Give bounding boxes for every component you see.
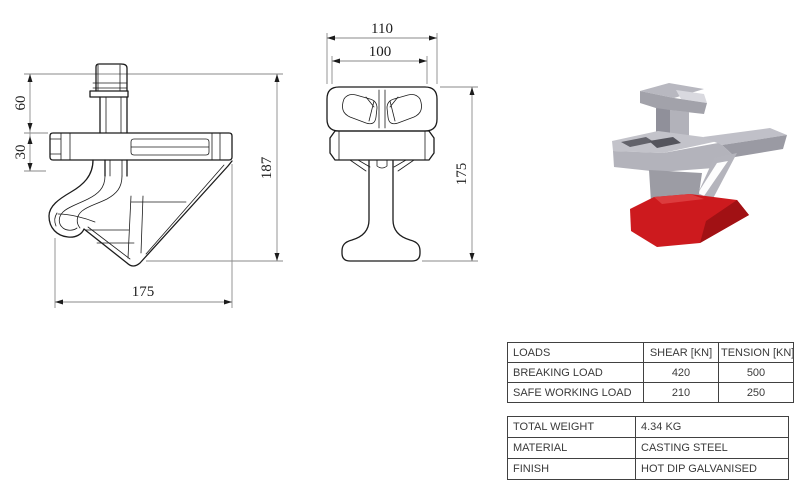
material-value: CASTING STEEL	[635, 437, 789, 459]
spec-table: TOTAL WEIGHT 4.34 KG MATERIAL CASTING ST…	[507, 416, 789, 480]
table-row: FINISH HOT DIP GALVANISED	[507, 458, 789, 480]
total-weight-value: 4.34 KG	[635, 416, 789, 438]
render-pocket-left	[621, 137, 654, 147]
side-view: 110 100 175	[326, 21, 478, 262]
render-foot-red	[630, 194, 749, 247]
breaking-load-shear: 420	[643, 362, 719, 383]
render-strut-hole	[698, 161, 728, 196]
breaking-load-label: BREAKING LOAD	[507, 362, 644, 383]
safe-working-load-shear: 210	[643, 382, 719, 403]
render-body-front	[613, 143, 735, 172]
front-dim-width: 175	[132, 284, 155, 300]
safe-working-load-tension: 250	[718, 382, 794, 403]
front-view-part	[48, 63, 233, 267]
table-row: SAFE WORKING LOAD 210 250	[507, 382, 794, 403]
product-render	[612, 83, 787, 247]
render-pocket-right	[649, 137, 681, 148]
finish-value: HOT DIP GALVANISED	[635, 458, 789, 480]
loads-table-header-row: LOADS SHEAR [KN] TENSION [KN]	[507, 342, 794, 363]
table-row: MATERIAL CASTING STEEL	[507, 437, 789, 459]
side-dim-inner-width: 100	[369, 44, 392, 60]
render-neck-left	[656, 108, 670, 137]
finish-label: FINISH	[507, 458, 636, 480]
side-dim-outer-width: 110	[371, 21, 393, 37]
breaking-load-tension: 500	[718, 362, 794, 383]
render-cap-top	[640, 83, 704, 98]
render-neck-right	[670, 110, 689, 139]
shear-header-cell: SHEAR [KN]	[643, 342, 719, 363]
render-foot-shade	[700, 200, 749, 243]
render-arm-top	[703, 128, 787, 145]
front-dim-total-height: 187	[259, 156, 275, 179]
side-view-part	[326, 86, 438, 262]
render-foot-highlight	[654, 194, 704, 204]
total-weight-label: TOTAL WEIGHT	[507, 416, 636, 438]
render-cap-highlight	[676, 90, 707, 103]
loads-header-cell: LOADS	[507, 342, 644, 363]
front-dim-lower-height: 30	[13, 145, 29, 160]
table-row: TOTAL WEIGHT 4.34 KG	[507, 416, 789, 438]
front-dim-upper-height: 60	[13, 96, 29, 111]
front-view-arrows	[27, 74, 280, 305]
material-label: MATERIAL	[507, 437, 636, 459]
front-view-dimension-lines	[24, 73, 283, 308]
side-dim-height: 175	[454, 163, 470, 186]
tension-header-cell: TENSION [KN]	[718, 342, 794, 363]
side-view-dimension-lines	[326, 33, 478, 262]
table-row: BREAKING LOAD 420 500	[507, 362, 794, 383]
front-view: 60 30 187 175	[13, 63, 283, 308]
safe-working-load-label: SAFE WORKING LOAD	[507, 382, 644, 403]
render-arm-front	[722, 135, 787, 157]
loads-table: LOADS SHEAR [KN] TENSION [KN] BREAKING L…	[507, 342, 794, 403]
side-view-arrows	[327, 35, 475, 261]
